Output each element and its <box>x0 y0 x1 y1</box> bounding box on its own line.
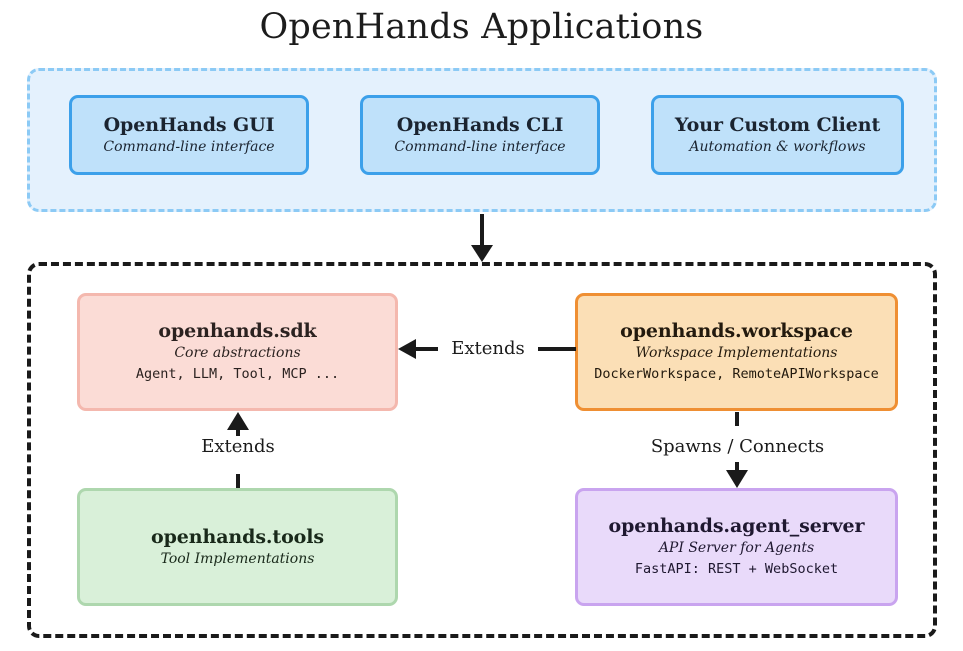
node-title: Your Custom Client <box>674 113 881 136</box>
arrow-apps-to-sdk-icon <box>471 214 493 262</box>
arrow-label-extends-vertical: Extends <box>182 436 294 458</box>
node-title: OpenHands GUI <box>103 113 275 136</box>
node-openhands-tools[interactable]: openhands.tools Tool Implementations <box>77 488 398 606</box>
arrow-workspace-to-sdk-icon <box>398 339 576 359</box>
node-code: DockerWorkspace, RemoteAPIWorkspace <box>594 366 879 382</box>
node-title: openhands.agent_server <box>608 515 865 537</box>
node-subtitle: Tool Implementations <box>160 550 315 567</box>
node-your-custom-client[interactable]: Your Custom Client Automation & workflow… <box>651 95 904 175</box>
node-openhands-sdk[interactable]: openhands.sdk Core abstractions Agent, L… <box>77 293 398 411</box>
node-subtitle: Command-line interface <box>394 138 566 155</box>
node-title: openhands.sdk <box>158 320 317 342</box>
sdk-container <box>27 262 937 638</box>
node-subtitle: Automation & workflows <box>689 138 866 155</box>
node-openhands-workspace[interactable]: openhands.workspace Workspace Implementa… <box>575 293 898 411</box>
node-title: openhands.workspace <box>620 320 853 342</box>
node-code: FastAPI: REST + WebSocket <box>634 561 839 577</box>
arrow-workspace-to-agent-server-icon <box>726 412 748 488</box>
page-title: OpenHands Applications <box>259 7 704 47</box>
node-openhands-agent-server[interactable]: openhands.agent_server API Server for Ag… <box>575 488 898 606</box>
arrow-label-spawns-connects: Spawns / Connects <box>639 436 836 458</box>
node-subtitle: Workspace Implementations <box>635 345 838 361</box>
node-title: openhands.tools <box>151 525 324 548</box>
node-code: Agent, LLM, Tool, MCP ... <box>135 366 340 382</box>
node-subtitle: API Server for Agents <box>658 540 815 556</box>
node-subtitle: Command-line interface <box>103 138 275 155</box>
arrow-label-extends-horizontal: Extends <box>438 338 538 360</box>
node-openhands-cli[interactable]: OpenHands CLI Command-line interface <box>360 95 600 175</box>
node-subtitle: Core abstractions <box>174 345 301 361</box>
node-openhands-gui[interactable]: OpenHands GUI Command-line interface <box>69 95 309 175</box>
node-title: OpenHands CLI <box>396 113 564 136</box>
